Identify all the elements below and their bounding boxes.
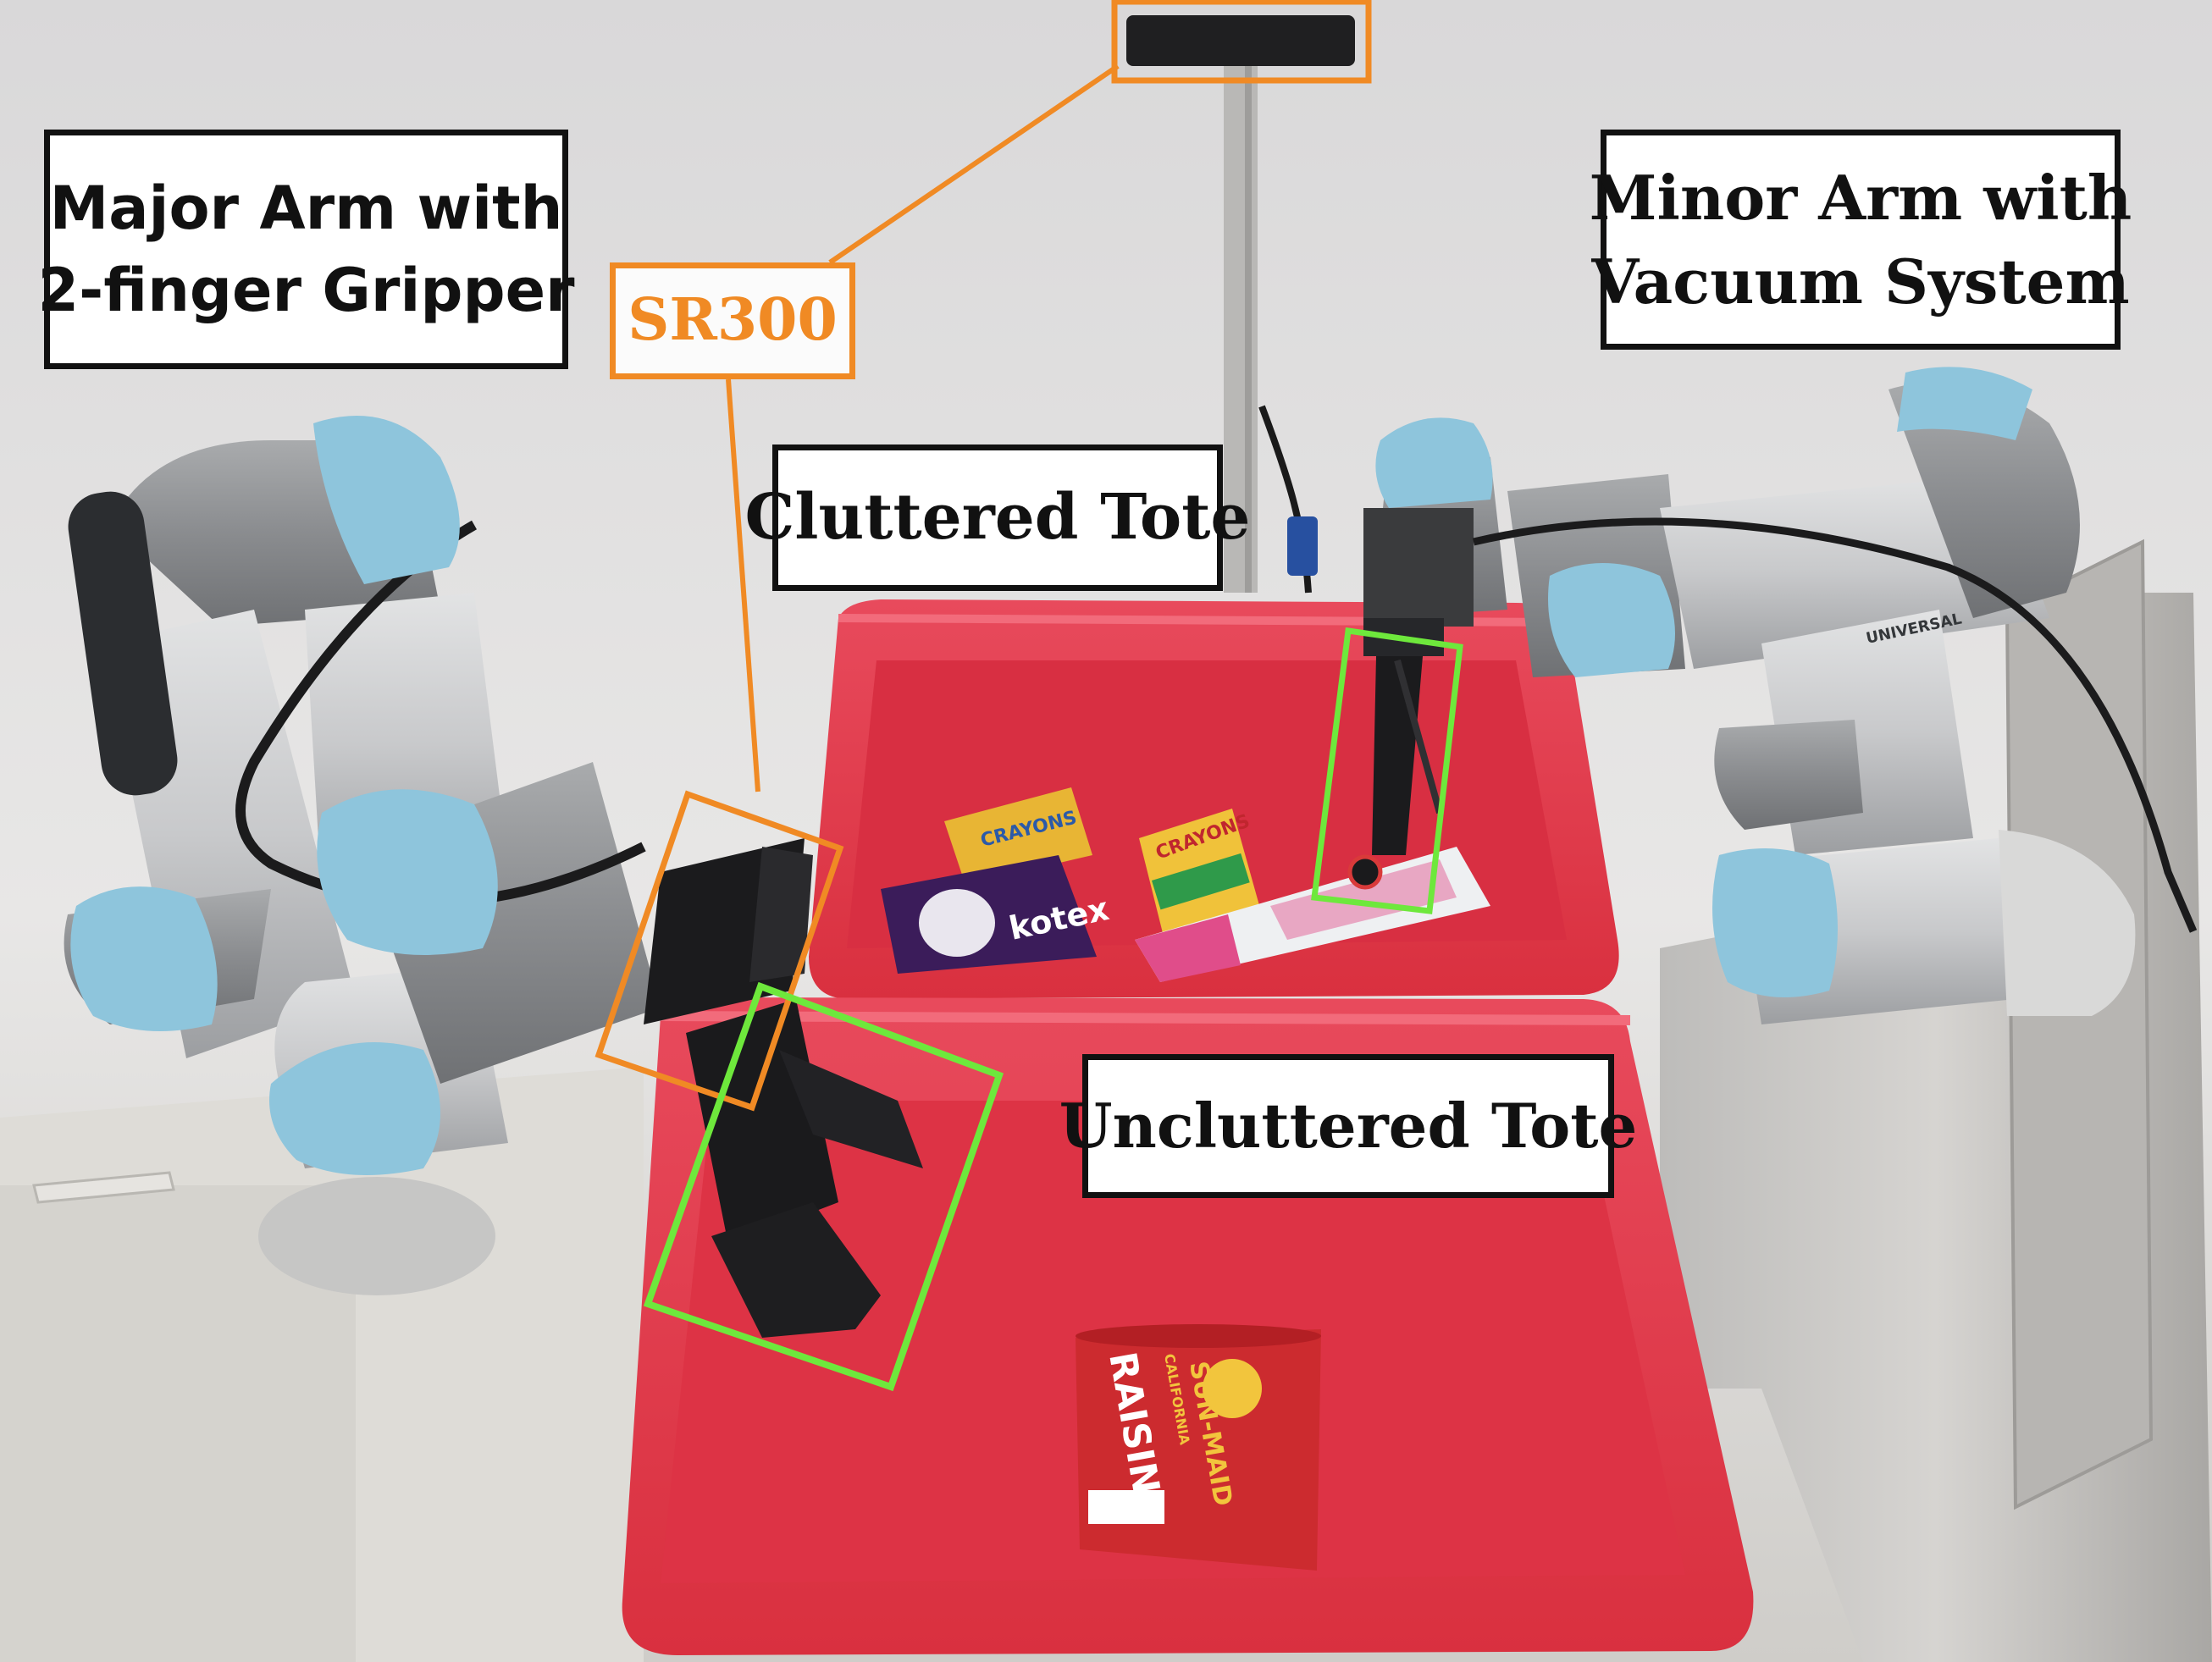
uncluttered-tote-label-text: Uncluttered Tote xyxy=(1059,1090,1638,1162)
pad-package: kotex xyxy=(881,855,1112,974)
wrist-camera xyxy=(644,838,813,1024)
wrist-camera-highlight xyxy=(594,790,844,1112)
vacuum-suction-tool xyxy=(1347,618,1444,890)
cable-connector xyxy=(1287,516,1318,576)
camera-mast xyxy=(1224,51,1258,593)
major-arm-label-line-2: 2-finger Gripper xyxy=(37,255,575,325)
gripper-highlight xyxy=(643,981,1004,1392)
cluttered-tote-label-text: Cluttered Tote xyxy=(744,481,1251,555)
major-arm-blue-caps xyxy=(70,416,498,1175)
sr300-leader-line-top xyxy=(828,63,1120,265)
sr300-label: SR300 xyxy=(610,262,855,379)
overhead-camera xyxy=(1126,15,1355,66)
uncluttered-tote-rim xyxy=(660,1011,1631,1025)
raisins-canister: SUN-MAID RAISINS CALIFORNIA xyxy=(1076,1324,1321,1571)
spray-bottle xyxy=(1135,847,1490,982)
cluttered-tote-label: Cluttered Tote xyxy=(744,444,1251,591)
power-strip xyxy=(32,1171,175,1204)
major-arm-label-line-1: Major Arm with xyxy=(49,173,563,243)
vacuum-tool-highlight xyxy=(1311,627,1463,914)
minor-arm-label-line-2: Vacuum System xyxy=(1591,246,2130,317)
metal-frame-panel xyxy=(2005,538,2154,1510)
minor-arm-label-line-1: Minor Arm with xyxy=(1589,161,2132,234)
sr300-leader-line-bottom xyxy=(726,378,760,792)
major-arm-label: Major Arm with 2-finger Gripper xyxy=(37,130,575,369)
minor-arm-blue-caps xyxy=(1375,367,2032,997)
overhead-camera-highlight xyxy=(1111,0,1372,84)
crayon-box-front: CRAYONS xyxy=(1139,809,1262,940)
uncluttered-tote-label: Uncluttered Tote xyxy=(1059,1054,1637,1198)
sr300-label-text: SR300 xyxy=(628,286,838,355)
camera-mast-shadow xyxy=(1245,51,1252,593)
minor-arm-label: Minor Arm with Vacuum System xyxy=(1590,130,2132,350)
two-finger-gripper xyxy=(686,999,923,1338)
